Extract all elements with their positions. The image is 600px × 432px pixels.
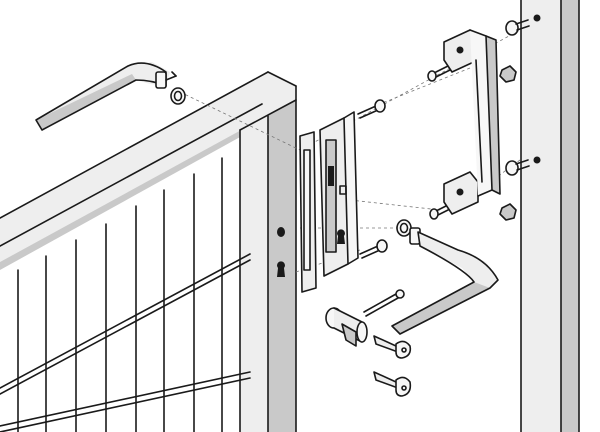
rosette-ring-right bbox=[396, 219, 412, 237]
cylinder-lock bbox=[325, 307, 368, 347]
cylinder-screw bbox=[363, 289, 405, 317]
screw-2 bbox=[359, 239, 388, 259]
key-2 bbox=[373, 371, 412, 397]
post-nut-top bbox=[499, 65, 517, 83]
post-fixings bbox=[499, 19, 530, 221]
gate-post bbox=[520, 0, 580, 432]
post-screw-bottom bbox=[505, 159, 530, 176]
screw-1 bbox=[357, 99, 386, 119]
post-screw-top bbox=[505, 19, 530, 36]
strike-plate bbox=[299, 131, 317, 293]
rosette-ring-left bbox=[170, 87, 186, 105]
key-1 bbox=[373, 335, 412, 359]
handle-right bbox=[391, 227, 499, 335]
mesh-infill bbox=[0, 157, 251, 432]
keeper-bracket bbox=[443, 29, 501, 215]
gate-frame bbox=[0, 71, 297, 432]
post-hole-bottom bbox=[533, 156, 541, 164]
post-nut-bottom bbox=[499, 203, 517, 221]
lock-body bbox=[319, 111, 359, 277]
post-hole-top bbox=[533, 14, 541, 22]
keys bbox=[373, 335, 412, 397]
stile-cylinder-hole bbox=[277, 261, 285, 277]
handle-left bbox=[35, 62, 177, 131]
stile-spindle-hole bbox=[277, 227, 285, 237]
